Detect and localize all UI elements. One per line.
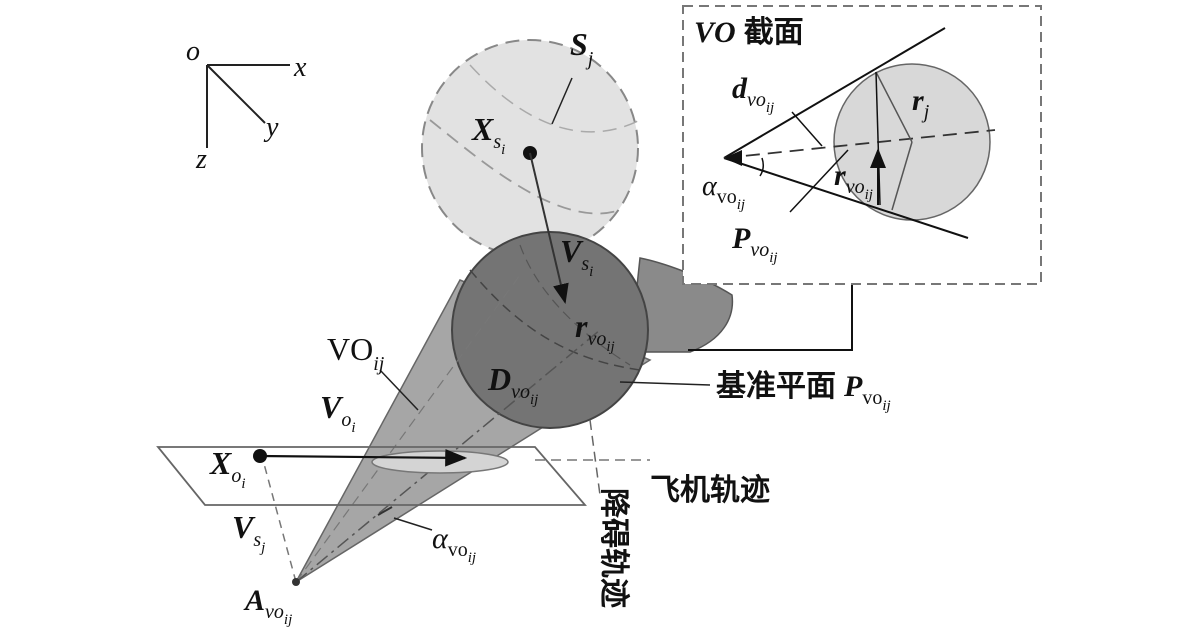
axis-x-label: x: [293, 52, 307, 83]
vsj-label: Vsj: [232, 509, 265, 556]
coordinate-axes: o x y z: [186, 36, 307, 175]
obstacle-track-line: [589, 419, 601, 496]
voij-label: VOij: [327, 331, 385, 375]
xsi-label: Xsi: [471, 111, 505, 158]
inset-d-label: dvoij: [732, 72, 774, 116]
obstacle-track-label: 降碍轨迹: [596, 488, 631, 608]
voi-label: Voi: [320, 389, 356, 436]
inset-r-label: rvoij: [834, 159, 873, 203]
alpha-label: αvoij: [432, 522, 476, 566]
rvo-label: rvoij: [575, 308, 615, 355]
aircraft-track-plane: [156, 446, 587, 506]
inset-alpha-label: αvoij: [702, 171, 745, 213]
vsi-label: Vsi: [560, 233, 593, 280]
sj-label: Sj: [570, 26, 594, 70]
axis-z-label: z: [195, 144, 207, 175]
inset-rj-label: rj: [912, 84, 930, 123]
vo-sphere: [451, 231, 649, 429]
aircraft-track-label: 飞机轨迹: [650, 473, 770, 508]
inset-p-label: Pvoij: [731, 222, 778, 266]
axis-y-label: y: [263, 112, 279, 143]
axis-origin-label: o: [186, 36, 200, 67]
xoi-label: Xoi: [209, 445, 246, 492]
avo-label: Avoij: [243, 584, 292, 628]
dvo-label: Dvoij: [487, 361, 538, 408]
